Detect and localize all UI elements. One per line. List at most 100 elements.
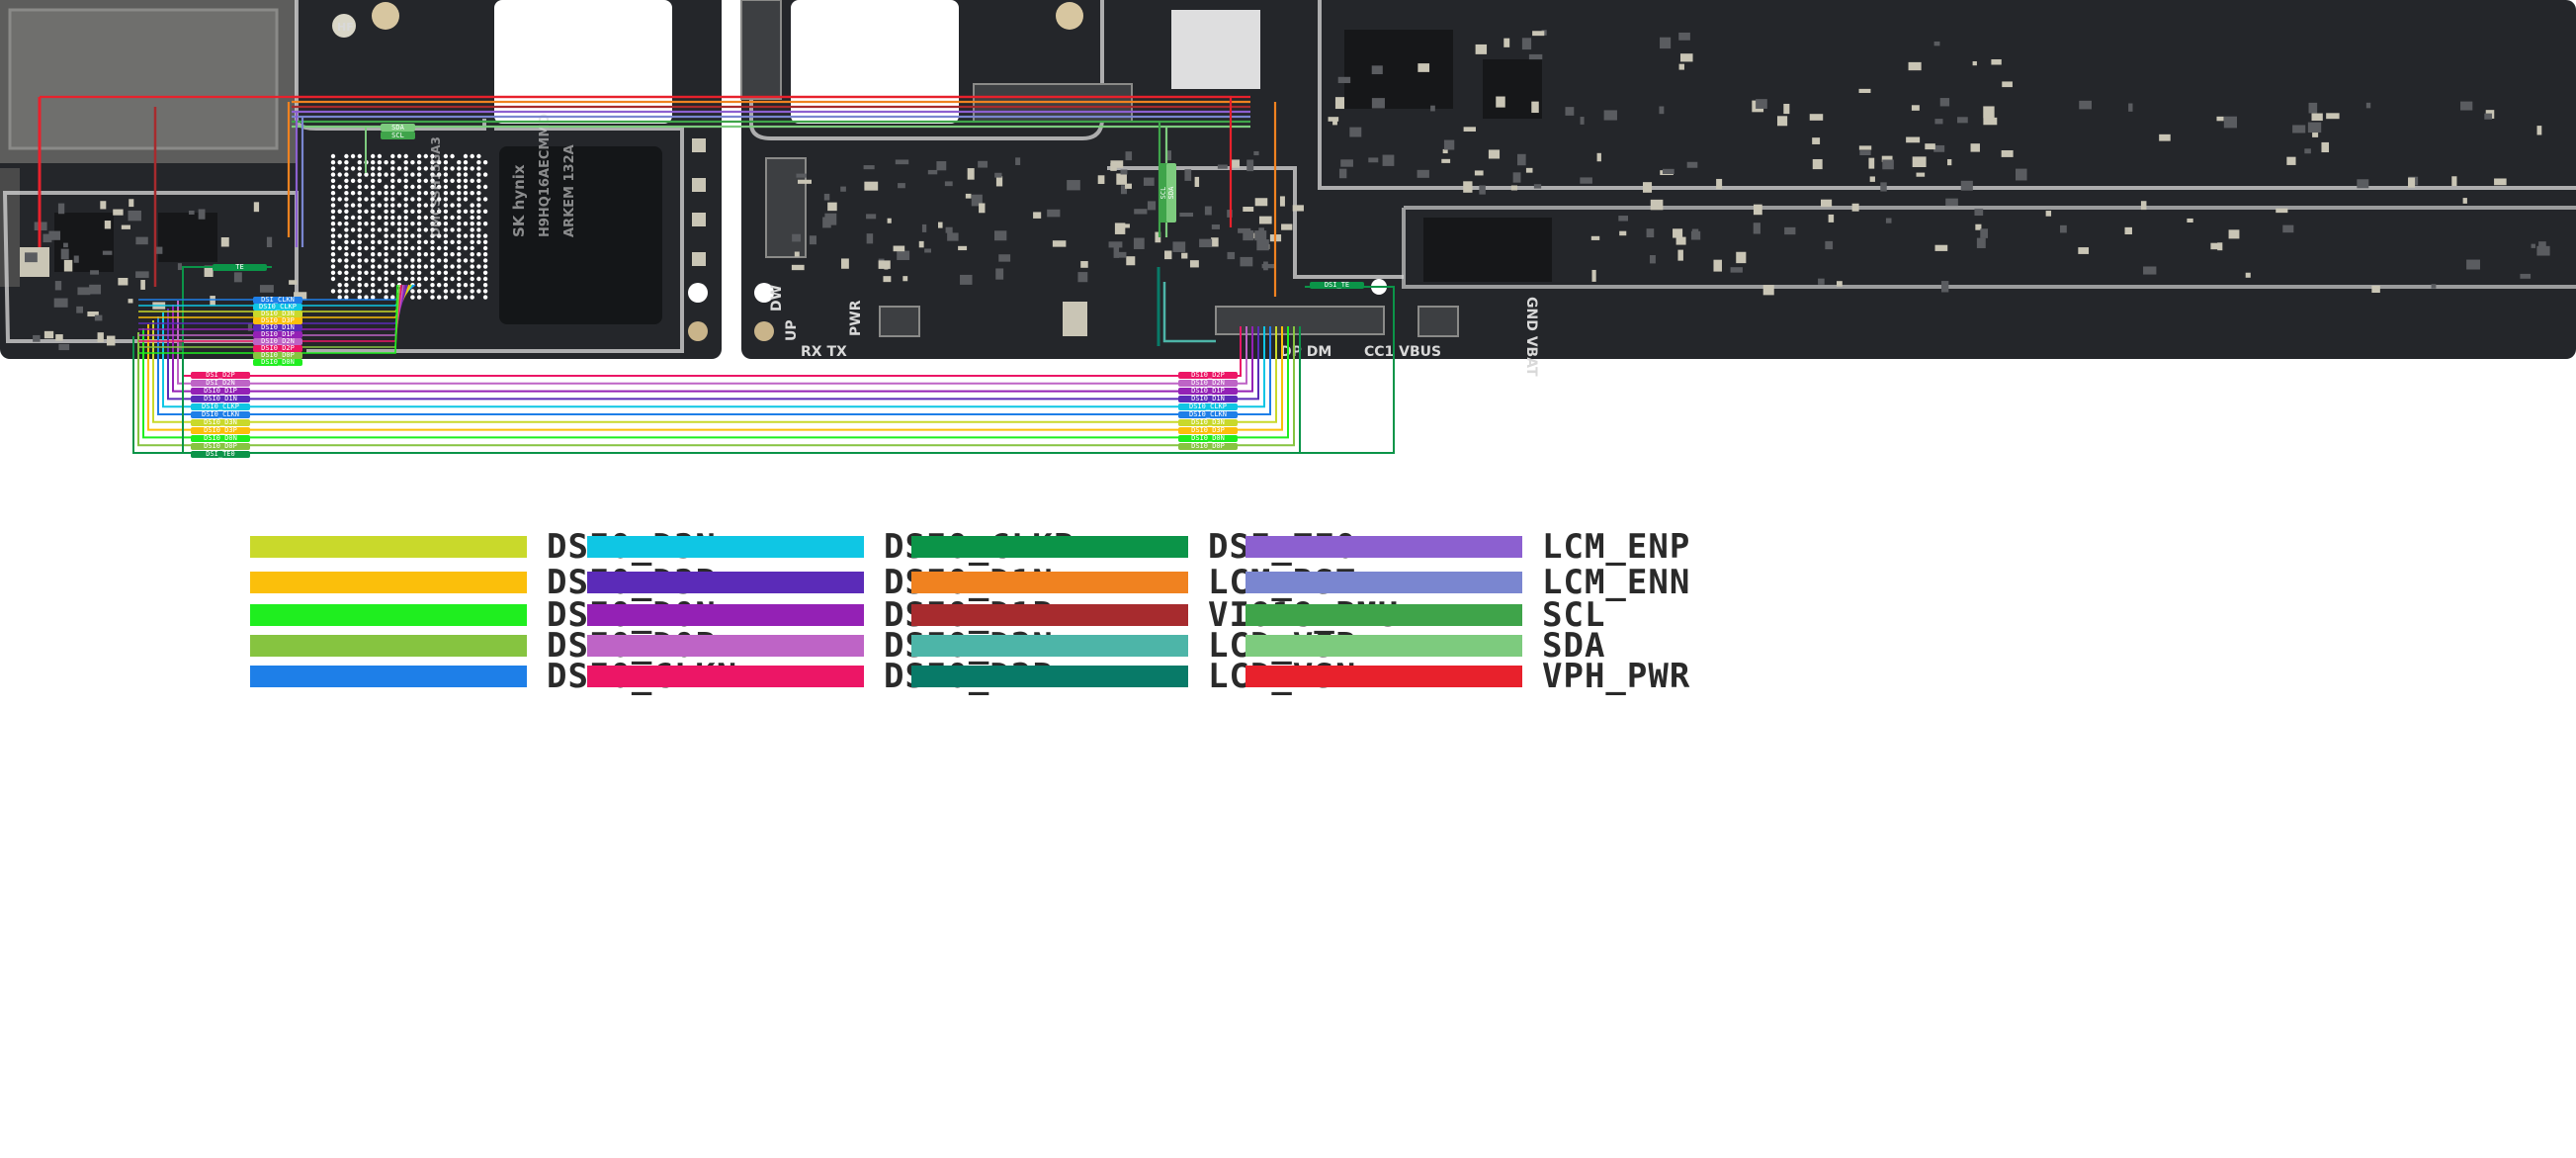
svg-text:DSI_TE: DSI_TE bbox=[1325, 281, 1349, 289]
tag-left-6: DSI0_D2N bbox=[253, 337, 302, 345]
trace-dsi0_d1n bbox=[138, 284, 408, 324]
trace-dsi0_d0p bbox=[137, 326, 1295, 447]
svg-text:DSI0_D0P: DSI0_D0P bbox=[204, 442, 237, 450]
tag-bottom-right-5: DSI0_CLKN bbox=[1178, 410, 1238, 418]
trace-dsi_te0 bbox=[182, 266, 1395, 454]
svg-text:DSI0_D2N: DSI0_D2N bbox=[1191, 379, 1225, 387]
memory-chip bbox=[499, 146, 662, 324]
tag-bottom-left-9: DSI0_D0P bbox=[191, 442, 250, 450]
tag-sda-vertical: SDA bbox=[1166, 163, 1176, 223]
tag-bottom-left-4: DSI0_CLKP bbox=[191, 402, 250, 410]
bga-grid bbox=[330, 153, 488, 300]
smd-components bbox=[25, 30, 2550, 351]
svg-text:DSI_D2P: DSI_D2P bbox=[206, 371, 235, 379]
chip-marking-4: DMCSSH15GA3 bbox=[429, 136, 443, 237]
tag-left-3: DSI0_D3P bbox=[253, 316, 302, 324]
soc-chip bbox=[1344, 30, 1453, 109]
svg-text:DSI0_D1P: DSI0_D1P bbox=[1191, 387, 1225, 395]
svg-text:DSI0_CLKP: DSI0_CLKP bbox=[1189, 402, 1227, 410]
tag-bottom-right-8: DSI0_D0N bbox=[1178, 434, 1238, 442]
tag-bottom-right-4: DSI0_CLKP bbox=[1178, 402, 1238, 410]
trace-vph_pwr bbox=[40, 95, 1233, 227]
svg-text:DSI_D2N: DSI_D2N bbox=[206, 379, 235, 387]
trace-lcd_vsp bbox=[1162, 282, 1216, 343]
tag-bottom-right-9: DSI0_D0P bbox=[1178, 442, 1238, 450]
svg-text:SCL: SCL bbox=[391, 132, 404, 139]
svg-text:DSI0_D0P: DSI0_D0P bbox=[261, 351, 295, 359]
tag-bottom-right-0: DSI0_D2P bbox=[1178, 371, 1238, 379]
svg-text:DSI0_D1P: DSI0_D1P bbox=[261, 330, 295, 338]
tag-bottom-left-5: DSI0_CLKN bbox=[191, 410, 250, 418]
svg-text:DSI0_D3P: DSI0_D3P bbox=[261, 316, 295, 324]
svg-text:SDA: SDA bbox=[1167, 186, 1175, 199]
svg-text:DSI0_D2P: DSI0_D2P bbox=[261, 344, 295, 352]
tag-left-8: DSI0_D0P bbox=[253, 351, 302, 359]
svg-text:DSI0_CLKN: DSI0_CLKN bbox=[1189, 410, 1227, 418]
pwr-label: PWR bbox=[848, 300, 864, 336]
tag-left-1: DSI0_CLKP bbox=[253, 303, 302, 311]
trace-dsi0_clkn bbox=[157, 316, 1271, 415]
svg-text:DSI0_D1N: DSI0_D1N bbox=[1191, 395, 1225, 402]
signal-traces bbox=[38, 95, 1395, 454]
tag-bottom-left-6: DSI0_D3N bbox=[191, 418, 250, 426]
board-cutout-left bbox=[494, 0, 672, 124]
tag-bottom-right-6: DSI0_D3N bbox=[1178, 418, 1238, 426]
top-connector bbox=[740, 0, 782, 100]
svg-text:DSI0_D3P: DSI0_D3P bbox=[204, 426, 237, 434]
tag-bottom-left-2: DSI0_D1P bbox=[191, 387, 250, 395]
svg-text:SCL: SCL bbox=[1159, 187, 1167, 200]
svg-text:DSI0_D0P: DSI0_D0P bbox=[1191, 442, 1225, 450]
tag-bottom-left-3: DSI0_D1N bbox=[191, 395, 250, 402]
svg-text:DSI0_D0N: DSI0_D0N bbox=[261, 358, 295, 366]
dw-label: DW bbox=[769, 285, 785, 312]
tag-bottom-left-0: DSI_D2P bbox=[191, 371, 250, 379]
svg-text:DSI0_D2P: DSI0_D2P bbox=[1191, 371, 1225, 379]
side-connector bbox=[765, 157, 807, 258]
svg-text:DSI0_CLKN: DSI0_CLKN bbox=[202, 410, 239, 418]
chip-marking-2: H9HQ16AECMMD bbox=[538, 114, 553, 237]
gnd-vbat-label: GND VBAT bbox=[1523, 297, 1539, 377]
tag-bottom-right-7: DSI0_D3P bbox=[1178, 426, 1238, 434]
trace-dsi0_d2n bbox=[177, 301, 1247, 385]
tag-bottom-right-2: DSI0_D1P bbox=[1178, 387, 1238, 395]
tag-bottom-right-1: DSI0_D2N bbox=[1178, 379, 1238, 387]
chip-marking-3: ARKEM 132A bbox=[562, 144, 577, 237]
tag-bottom-left-10: DSI_TE0 bbox=[191, 450, 250, 458]
cc1-vbus-label: CC1 VBUS bbox=[1364, 344, 1441, 360]
tag-left-5: DSI0_D1P bbox=[253, 330, 302, 338]
tag-scl-vertical: SCL bbox=[1159, 163, 1168, 223]
trace-dsi0_d3p bbox=[147, 324, 1283, 431]
svg-text:DSI0_D1N: DSI0_D1N bbox=[261, 323, 295, 331]
tag-sda: SDA bbox=[381, 124, 415, 132]
rx-tx-label: RX TX bbox=[801, 344, 847, 360]
tag-bottom-right-3: DSI0_D1N bbox=[1178, 395, 1238, 402]
tag-te: TE bbox=[213, 263, 267, 271]
tag-dsi-te: DSI_TE bbox=[1310, 281, 1364, 289]
trace-dsi0_d0n bbox=[142, 326, 1289, 439]
svg-text:DSI0_D3P: DSI0_D3P bbox=[1191, 426, 1225, 434]
svg-text:DSI0_D1N: DSI0_D1N bbox=[204, 395, 237, 402]
trace-dsi0_d0n bbox=[138, 284, 398, 354]
tag-left-0: DSI_CLKN bbox=[253, 296, 302, 304]
svg-text:DSI0_CLKP: DSI0_CLKP bbox=[202, 402, 239, 410]
up-label: UP bbox=[784, 319, 800, 341]
tag-left-7: DSI0_D2P bbox=[253, 344, 302, 352]
svg-text:DSI0_D0N: DSI0_D0N bbox=[204, 434, 237, 442]
svg-text:DSI0_D3N: DSI0_D3N bbox=[261, 310, 295, 317]
svg-text:DSI_TE0: DSI_TE0 bbox=[206, 450, 235, 458]
tag-scl: SCL bbox=[381, 132, 415, 139]
tag-left-9: DSI0_D0N bbox=[253, 358, 302, 366]
signal-tags: DSI_CLKNDSI0_CLKPDSI0_D3NDSI0_D3PDSI0_D1… bbox=[191, 124, 1364, 458]
right-board: DW UP RX TX PWR DP DM CC1 VBUS GND VBAT bbox=[740, 0, 2576, 377]
svg-text:DSI0_D0N: DSI0_D0N bbox=[1191, 434, 1225, 442]
svg-text:DSI_CLKN: DSI_CLKN bbox=[261, 296, 295, 304]
svg-text:SDA: SDA bbox=[391, 124, 404, 132]
svg-text:TE: TE bbox=[235, 263, 243, 271]
svg-text:DSI0_D3N: DSI0_D3N bbox=[204, 418, 237, 426]
svg-text:DSI0_D3N: DSI0_D3N bbox=[1191, 418, 1225, 426]
tag-left-2: DSI0_D3N bbox=[253, 310, 302, 317]
tag-left-4: DSI0_D1N bbox=[253, 323, 302, 331]
tag-bottom-left-1: DSI_D2N bbox=[191, 379, 250, 387]
svg-text:DSI0_D1P: DSI0_D1P bbox=[204, 387, 237, 395]
